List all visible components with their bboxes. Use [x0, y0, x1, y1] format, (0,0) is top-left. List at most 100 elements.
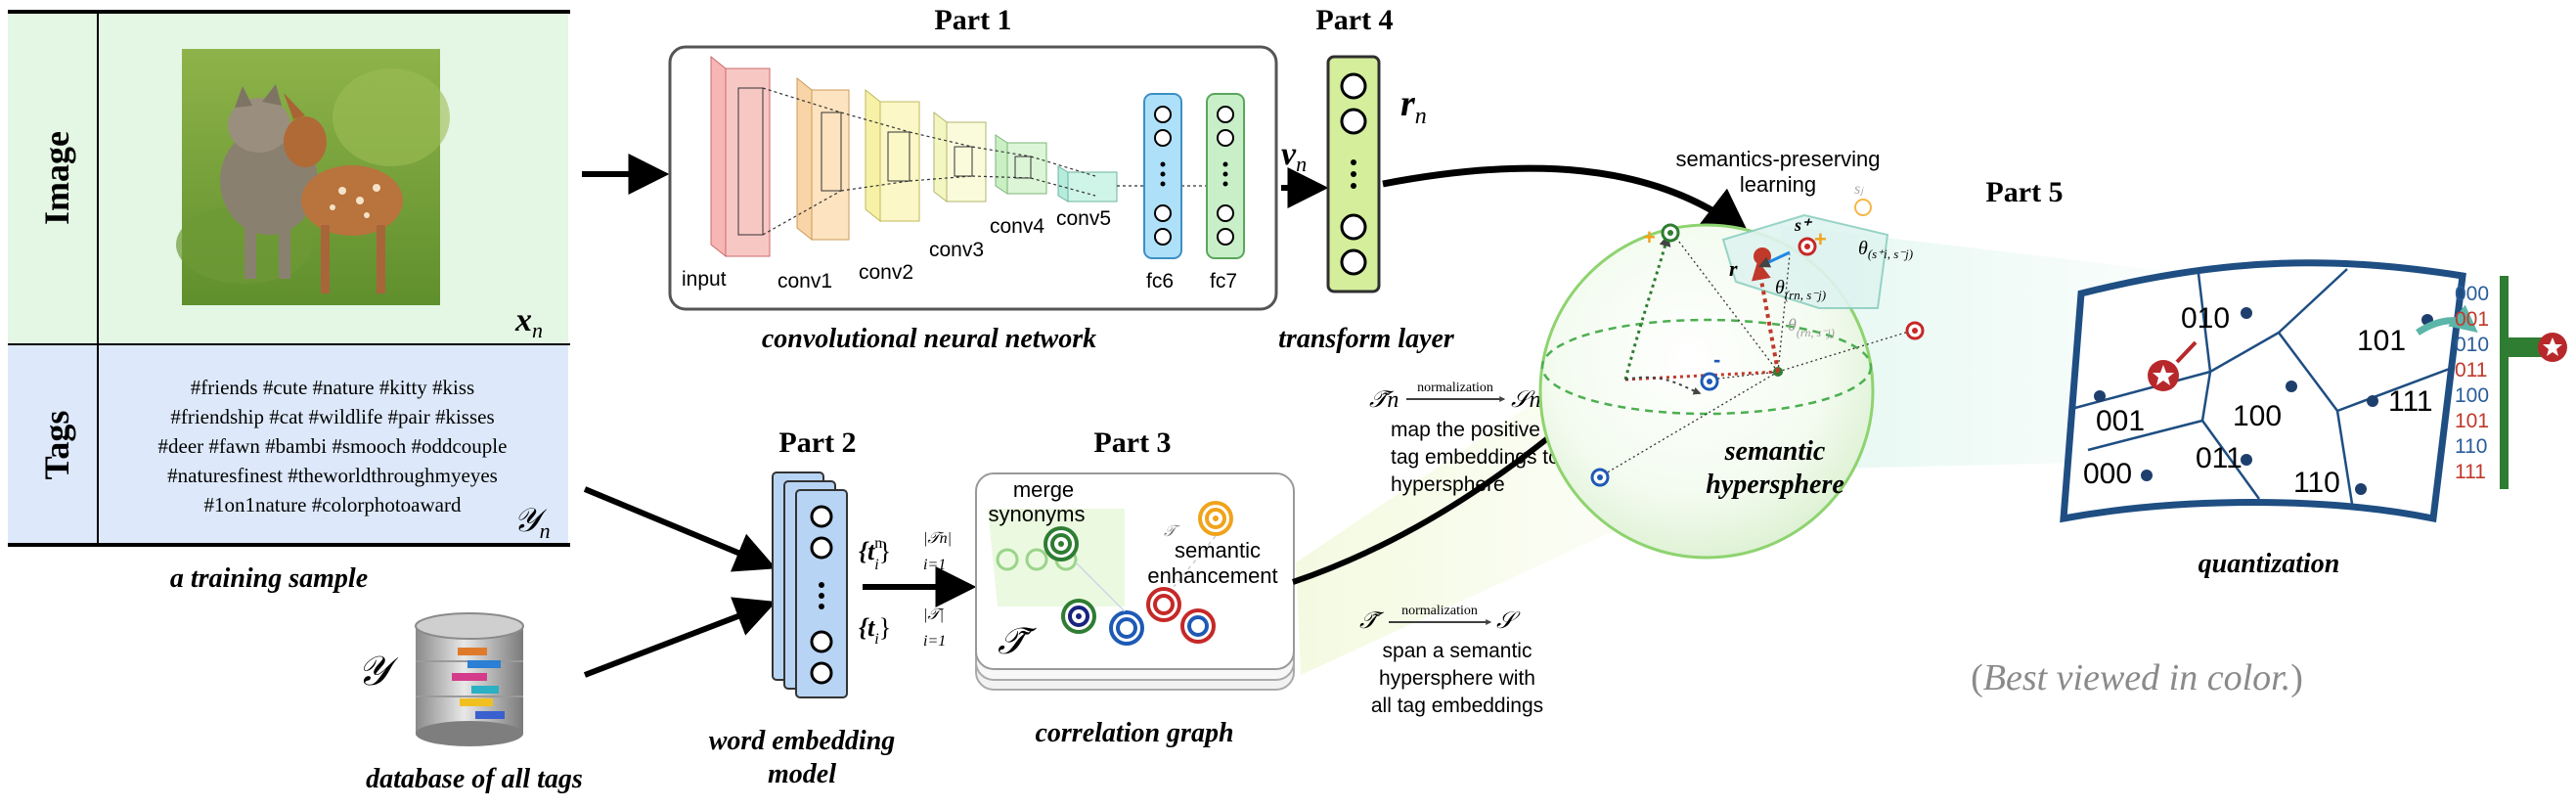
norm-top-to: 𝒮n	[1511, 387, 1541, 413]
binary-code: 100	[2455, 384, 2489, 407]
norm-bottom-line: hypersphere with	[1379, 667, 1535, 690]
region-code: 110	[2293, 467, 2340, 499]
r-vector	[1752, 260, 1780, 373]
binary-code: 001	[2455, 308, 2489, 331]
tags-row-label: Tags	[37, 411, 76, 480]
part5-label: Part 5	[1985, 176, 2063, 208]
semantic-label-2: enhancement	[1147, 563, 1277, 588]
all-tag-set: {ti}	[859, 613, 891, 648]
training-sample-table: Image Tags xn #f	[8, 10, 570, 594]
merge-label-1: merge	[1013, 477, 1074, 502]
theta-1: θ(rn, s⁻j)	[1775, 277, 1826, 302]
part4-label: Part 4	[1315, 4, 1393, 36]
tag-line: #friends #cute #nature #kitty #kiss	[191, 376, 474, 399]
svg-text:-: -	[1713, 347, 1720, 372]
word-model-caption-line1: word embedding	[709, 726, 896, 756]
database-icon	[415, 612, 524, 746]
transform-caption: transform layer	[1278, 324, 1455, 354]
quantization-caption: quantization	[2198, 549, 2340, 579]
star-point	[2148, 340, 2198, 391]
sphere-label-2: hypersphere	[1706, 470, 1844, 500]
cnn-conv1-layer	[796, 76, 850, 242]
norm-bottom-line: span a semantic	[1383, 640, 1532, 662]
word-model-caption-line2: model	[768, 759, 836, 789]
cnn-conv2-layer	[865, 88, 920, 223]
training-sample-caption: a training sample	[170, 563, 368, 594]
semantic-hypersphere: semantics-preserving learning + - +	[1538, 147, 1925, 560]
tag-list: #friends #cute #nature #kitty #kiss #fri…	[158, 376, 508, 516]
fawn-body	[301, 165, 403, 236]
layer-name: conv1	[777, 270, 832, 292]
cnn-fc7-layer	[1206, 93, 1245, 259]
database-caption: database of all tags	[366, 764, 583, 794]
part2-label: Part 2	[778, 426, 856, 459]
code-bar	[2500, 276, 2509, 489]
tags-row-bg	[8, 344, 568, 545]
region-code: 000	[2083, 458, 2132, 490]
cnn-caption: convolutional neural network	[762, 324, 1096, 354]
cnn-conv3-layer	[933, 111, 987, 203]
v-n-label: vn	[1281, 136, 1307, 176]
theta-3: θ(s⁺i, s⁻j)	[1858, 238, 1913, 261]
layer-name: input	[682, 268, 727, 291]
learning-label-1: semantics-preserving	[1675, 147, 1880, 171]
norm-top-line: hypersphere	[1391, 473, 1505, 496]
svg-text:+: +	[1814, 227, 1827, 251]
best-viewed-note: (Best viewed in color.)	[1971, 657, 2303, 698]
region-code: 111	[2388, 385, 2433, 418]
region-labels: 010 101 001 100 111 011 000 110	[2083, 302, 2433, 499]
tag-line: #friendship #cat #wildlife #pair #kisses	[170, 405, 494, 428]
cnn-conv4-layer	[995, 134, 1047, 195]
layer-name: conv5	[1056, 207, 1111, 230]
positive-tag-set-bottom: i=1	[923, 557, 946, 573]
region-borders	[2070, 268, 2456, 505]
binary-code: 011	[2455, 359, 2487, 382]
arrow-db-to-word-model	[583, 597, 777, 678]
norm-bottom-word: normalization	[1401, 604, 1478, 618]
positive-tag-set-top: |𝒯n|	[923, 530, 952, 547]
layer-name: conv4	[990, 215, 1044, 238]
norm-top-word: normalization	[1417, 381, 1493, 395]
sphere-label-1: semantic	[1724, 436, 1826, 467]
database-symbol: 𝒴	[357, 650, 399, 695]
normalization-annotations: 𝒯̃n normalization 𝒮n map the positive ta…	[1359, 381, 1560, 717]
layer-name: fc7	[1210, 270, 1237, 292]
binary-code: 010	[2455, 334, 2489, 356]
binary-code: 111	[2455, 461, 2486, 483]
cnn-fc6-layer	[1143, 93, 1182, 259]
transform-layer-block: Part 4 rn transform layer	[1278, 4, 1455, 354]
learning-label-2: learning	[1740, 172, 1816, 197]
layer-name: conv2	[859, 261, 913, 284]
region-code: 100	[2233, 400, 2282, 432]
tag-line: #deer #fawn #bambi #smooch #oddcouple	[158, 434, 508, 458]
all-tag-set-bottom: i=1	[923, 633, 946, 650]
cnn-layer-names: input conv1 conv2 conv3 conv4 conv5 fc6 …	[682, 207, 1237, 292]
curve-transform-to-sphere	[1382, 164, 1751, 237]
part1-label: Part 1	[934, 4, 1011, 36]
image-row-label: Image	[37, 131, 76, 225]
layer-name: conv3	[929, 239, 984, 261]
tag-line: #1on1nature #colorphotoaward	[203, 493, 462, 516]
svg-text:+: +	[1643, 225, 1656, 249]
theta-2: θ(rn, s⁻j)	[1788, 315, 1835, 339]
cnn-input-layer	[710, 55, 771, 258]
r-n-label: rn	[1400, 83, 1427, 129]
binary-code: 110	[2455, 435, 2487, 458]
sample-photo	[176, 49, 450, 305]
quantization-cell	[2060, 259, 2466, 523]
cnn-block: Part 1	[668, 4, 1278, 354]
part3-label: Part 3	[1093, 426, 1171, 459]
quantization-block: Part 5 010 101 001 100 111 011 000 110	[1985, 176, 2567, 579]
s-plus-label: s⁺	[1794, 215, 1813, 235]
tag-database: 𝒴 database of all tags	[357, 612, 583, 794]
cat-head	[228, 98, 290, 153]
norm-top-line: tag embeddings to	[1391, 446, 1560, 469]
norm-top-from: 𝒯̃n	[1369, 387, 1399, 413]
arrow-tags-to-word-model	[583, 486, 777, 572]
learning-patch	[1721, 213, 1889, 309]
correlation-graph-block: Part 3 𝒯 merge synonyms semantic enhance…	[975, 426, 1295, 748]
region-code: 001	[2096, 405, 2145, 437]
